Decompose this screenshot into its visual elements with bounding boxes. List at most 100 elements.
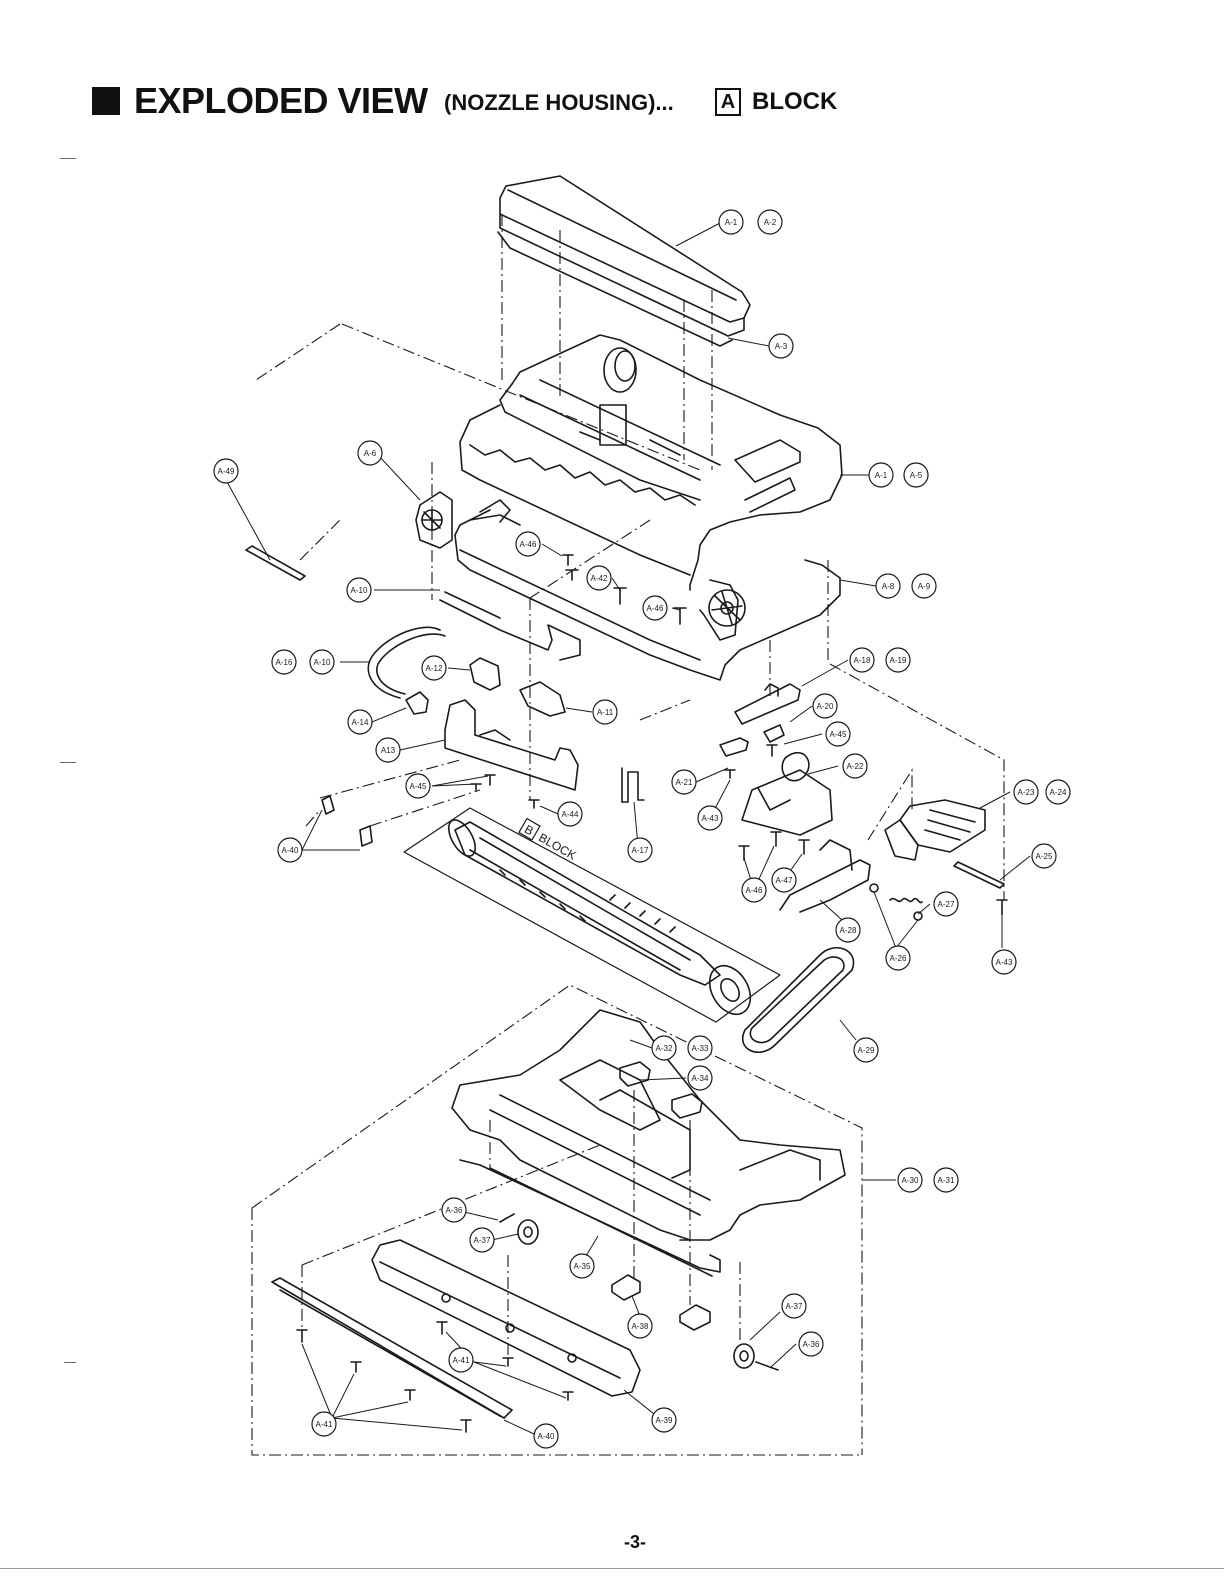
callout-a-36: A-36	[798, 1331, 824, 1357]
callout-a-23: A-23	[1013, 779, 1039, 805]
callout-a-9: A-9	[911, 573, 937, 599]
svg-text:A-23: A-23	[1018, 788, 1035, 797]
callout-a-20: A-20	[812, 693, 838, 719]
upper-housing-part	[459, 334, 843, 591]
callout-a-45: A-45	[405, 773, 431, 799]
callout-a-19: A-19	[885, 647, 911, 673]
svg-text:A-45: A-45	[410, 782, 427, 791]
callout-a-35: A-35	[569, 1253, 595, 1279]
svg-text:A-43: A-43	[996, 958, 1013, 967]
callout-a-18: A-18	[849, 647, 875, 673]
svg-text:A-11: A-11	[597, 708, 614, 717]
bracket-part	[621, 767, 645, 803]
callout-a-37: A-37	[469, 1227, 495, 1253]
svg-text:A-37: A-37	[474, 1236, 491, 1245]
title-main: EXPLODED VIEW	[134, 80, 428, 121]
callout-a-3: A-3	[768, 333, 794, 359]
wheel-parts	[499, 1213, 779, 1371]
callout-a-43: A-43	[697, 805, 723, 831]
svg-text:A-40: A-40	[538, 1432, 555, 1441]
callout-a-49: A-49	[213, 458, 239, 484]
svg-text:A-17: A-17	[632, 846, 649, 855]
svg-text:A-36: A-36	[803, 1340, 820, 1349]
screws	[296, 554, 1008, 1433]
page-number: -3-	[624, 1532, 646, 1552]
callout-a-29: A-29	[853, 1037, 879, 1063]
callout-a-41: A-41	[448, 1347, 474, 1373]
svg-text:A-9: A-9	[918, 582, 931, 591]
svg-text:A-1: A-1	[725, 218, 738, 227]
svg-text:A-10: A-10	[314, 658, 331, 667]
svg-text:A-49: A-49	[218, 467, 235, 476]
callout-a-10: A-10	[346, 577, 372, 603]
callout-a-45: A-45	[825, 721, 851, 747]
callout-a-39: A-39	[651, 1407, 677, 1433]
brush-roller-part	[403, 807, 781, 1023]
switch-housing-part	[444, 699, 579, 791]
svg-text:A-46: A-46	[647, 604, 664, 613]
svg-text:A-45: A-45	[830, 730, 847, 739]
title-subtitle: (NOZZLE HOUSING)...	[444, 90, 674, 115]
svg-text:A-16: A-16	[276, 658, 293, 667]
callout-a-40: A-40	[277, 837, 303, 863]
svg-text:A-18: A-18	[854, 656, 871, 665]
callout-a-5: A-5	[903, 462, 929, 488]
callout-a-33: A-33	[687, 1035, 713, 1061]
callout-a-1: A-1	[868, 462, 894, 488]
callout-a-31: A-31	[933, 1167, 959, 1193]
svg-text:A-19: A-19	[890, 656, 907, 665]
foot-pedal-part	[884, 799, 986, 861]
margin-tick	[60, 762, 76, 763]
callout-a-38: A-38	[627, 1313, 653, 1339]
drive-belt-part	[742, 946, 855, 1054]
svg-text:A-20: A-20	[817, 702, 834, 711]
svg-text:A-12: A-12	[426, 664, 443, 673]
callout-a-17: A-17	[627, 837, 653, 863]
svg-text:A-24: A-24	[1050, 788, 1067, 797]
top-cover-part	[497, 175, 751, 347]
lower-housing-part	[454, 499, 841, 681]
callout-a-40: A-40	[533, 1423, 559, 1449]
svg-text:A-28: A-28	[840, 926, 857, 935]
small-pad-part	[321, 795, 373, 847]
plate-part	[439, 591, 581, 661]
bumper-tray-part	[371, 1239, 641, 1397]
callout-a-46: A-46	[741, 877, 767, 903]
callout-a-46: A-46	[642, 595, 668, 621]
callout-a-37: A-37	[781, 1293, 807, 1319]
svg-text:A-34: A-34	[692, 1074, 709, 1083]
svg-text:A-27: A-27	[938, 900, 955, 909]
lever-part	[953, 861, 1005, 889]
callout-a-30: A-30	[897, 1167, 923, 1193]
svg-text:A-40: A-40	[282, 846, 299, 855]
callout-a-46: A-46	[515, 531, 541, 557]
callout-a-47: A-47	[771, 867, 797, 893]
callout-a-34: A-34	[687, 1065, 713, 1091]
callout-a-26: A-26	[885, 945, 911, 971]
svg-text:A-26: A-26	[890, 954, 907, 963]
svg-text:A-46: A-46	[746, 886, 763, 895]
callout-a-1: A-1	[718, 209, 744, 235]
margin-tick	[64, 1362, 76, 1363]
svg-text:A-37: A-37	[786, 1302, 803, 1311]
svg-text:A13: A13	[381, 746, 396, 755]
svg-text:A-41: A-41	[316, 1420, 333, 1429]
svg-text:A-39: A-39	[656, 1416, 673, 1425]
callout-a-28: A-28	[835, 917, 861, 943]
svg-text:A-35: A-35	[574, 1262, 591, 1271]
bottom-rule	[0, 1568, 1224, 1569]
svg-text:A-14: A-14	[352, 718, 369, 727]
svg-text:A-21: A-21	[676, 778, 693, 787]
callout-a-43: A-43	[991, 949, 1017, 975]
callout-a-41: A-41	[311, 1411, 337, 1437]
svg-text:A-30: A-30	[902, 1176, 919, 1185]
svg-text:A-33: A-33	[692, 1044, 709, 1053]
pedal-assembly-part	[719, 683, 871, 913]
callout-a-22: A-22	[842, 753, 868, 779]
svg-text:A-46: A-46	[520, 540, 537, 549]
callout-a-8: A-8	[875, 573, 901, 599]
callout-a-27: A-27	[933, 891, 959, 917]
callout-a-44: A-44	[557, 801, 583, 827]
